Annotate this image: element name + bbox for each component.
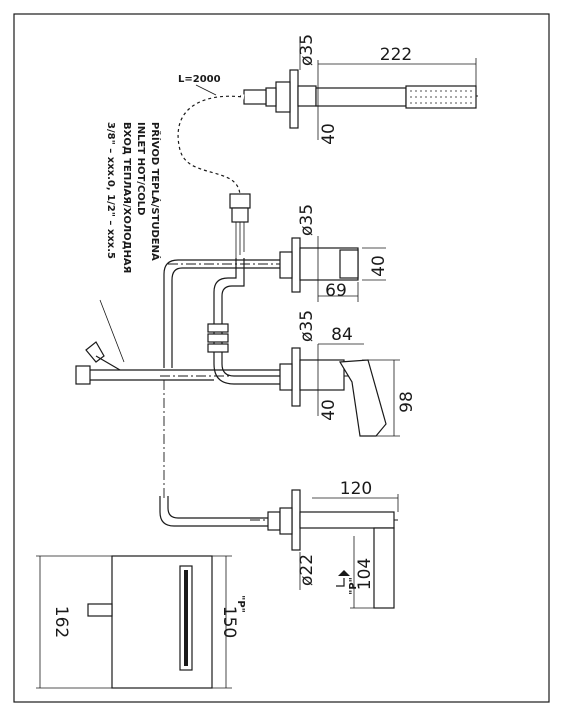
hand-shower: ø35 222 40 [240,34,478,145]
inlet-line-3: ВХОД ТЕПЛАЯ/ХОЛОДНАЯ [121,122,132,273]
wall-plate: 162 150 "P" [36,555,246,689]
spout-diameter-label: ø22 [297,554,317,586]
shower-depth-label: 40 [319,123,339,145]
diverter-valve: ø35 40 69 [168,204,389,302]
plate-height-label: 162 [51,606,71,638]
hose-length-label: L=2000 [178,74,221,85]
mixer-lever: ø35 84 40 98 [160,310,417,437]
spout-marker-label: "P" [348,577,359,595]
spout-length-label: 120 [340,479,372,499]
mixer-height-label: 40 [319,399,339,421]
valve-depth-label: 69 [325,281,347,301]
shower-diameter-label: ø35 [297,34,317,66]
inlet-line-1: PŘÍVOD TEPLÁ/STUDENÁ [149,122,162,261]
hose: L=2000 [175,74,251,258]
spout: 120 ø22 104 "P" [250,479,399,609]
inlet-note: PŘÍVOD TEPLÁ/STUDENÁ INLET HOT/COLD ВХОД… [99,122,162,363]
mixer-diameter-label: ø35 [297,310,317,342]
concealed-piping [75,258,280,527]
valve-diameter-label: ø35 [297,204,317,236]
spout-height-label: 104 [355,558,375,590]
inlet-line-4: 3/8" – xxx.0, 1/2" – xxx.5 [105,122,116,259]
shower-length-label: 222 [380,45,412,65]
sheet-border [13,13,550,703]
mixer-depth-label: 84 [331,325,353,345]
inlet-line-2: INLET HOT/COLD [135,122,146,215]
plate-width-label: 150 [219,606,239,638]
shower-head-pattern [410,90,472,104]
plate-marker-label: "P" [235,595,246,613]
mixer-lever-label: 98 [397,391,417,413]
valve-height-label: 40 [369,255,389,277]
